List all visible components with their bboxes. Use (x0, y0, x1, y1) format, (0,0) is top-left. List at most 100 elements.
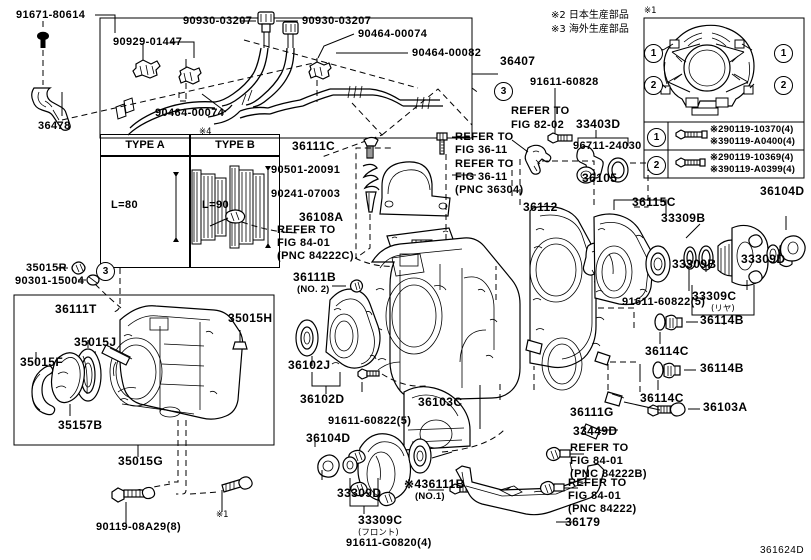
part-36103C (370, 237, 521, 451)
legend-bolt-2 (675, 157, 706, 168)
part-36103A (647, 402, 686, 417)
part-35015H (232, 330, 248, 350)
part-90501-20091 (362, 163, 380, 191)
callout-90464-00074-b: 90464-00074 (358, 28, 428, 40)
refer-fig84-01-a-l1: REFER TO (568, 477, 627, 489)
callout-35015R: 35015R (26, 262, 67, 274)
callout-36111B-no1: ※436111B (404, 477, 465, 491)
part-90241-07003 (365, 191, 377, 213)
part-36114B-a (654, 313, 683, 331)
refer-fig82-02-l1: REFER TO (511, 105, 570, 117)
callout-36105: 36105 (582, 171, 618, 185)
callout-33309B-bottom: 33309B (672, 257, 717, 271)
callout-35015G: 35015G (118, 454, 164, 468)
callout-36111G: 36111G (570, 405, 614, 419)
callout-33309B-top: 33309B (661, 211, 706, 225)
marker-2-left: 2 (644, 76, 663, 95)
callout-36103A: 36103A (703, 400, 748, 414)
part-pnc-84222B (545, 446, 571, 462)
part-90301-15004 (86, 274, 100, 286)
legend-row2-line2: ※390119-A0399(4) (710, 164, 796, 175)
part-36478 (31, 87, 71, 131)
callout-36114B-a: 36114B (700, 313, 744, 327)
callout-36114C-a: 36114C (645, 344, 689, 358)
type-a-header: TYPE A (100, 134, 190, 156)
part-36111G (604, 391, 625, 407)
part-33309C-front (317, 433, 432, 507)
callout-36114C-b: 36114C (640, 391, 684, 405)
refer-fig36-11-b-l3: (PNC 36304) (455, 184, 524, 196)
callout-36103C: 36103C (418, 395, 463, 409)
refer-fig84-01-c-l2: FIG 84-01 (277, 237, 331, 249)
callout-36104D-right: 36104D (760, 184, 805, 198)
callout-35015F: 35015F (20, 355, 64, 369)
callout-36114B-b: 36114B (700, 361, 744, 375)
legend-row1-line1: ※290119-10370(4) (710, 124, 794, 135)
part-pnc-36304 (379, 161, 451, 217)
callout-91611-G0820: 91611-G0820(4) (346, 537, 432, 549)
refer-fig36-11-a-l2: FIG 36-11 (455, 144, 508, 156)
type-b-value: L=90 (202, 199, 229, 211)
part-90930-03207-a (257, 11, 275, 48)
legend-row2-line1: ※290119-10369(4) (710, 152, 794, 163)
part-36179 (455, 461, 605, 516)
callout-90930-03207-a: 90930-03207 (183, 15, 253, 27)
callout-36111B-no1-sub: (NO.1) (415, 491, 445, 502)
callout-note1-bottom: ※1 (216, 510, 229, 520)
callout-36102D: 36102D (300, 392, 345, 406)
callout-36478: 36478 (38, 120, 71, 132)
refer-fig36-11-a-l1: REFER TO (455, 131, 514, 143)
refer-fig84-01-b-l1: REFER TO (570, 442, 629, 454)
callout-33309D-rear: 33309D (741, 252, 786, 266)
callout-36111B-no2: 36111B (293, 270, 337, 284)
callout-33309C-front: 33309C (358, 513, 403, 527)
callout-91611-60822-b: 91611-60822(5) (622, 296, 706, 308)
part-90464-00074-a (178, 59, 202, 85)
part-36105 (593, 213, 671, 306)
callout-36104D-bottom: 36104D (306, 431, 351, 445)
part-note1-bolt-bottom (221, 476, 253, 512)
refer-fig82-02-l2: FIG 82-02 (511, 119, 565, 131)
part-35157B (50, 352, 85, 404)
callout-33309C-rear: 33309C (692, 289, 737, 303)
callout-33449D: 33449D (573, 424, 618, 438)
marker-2-right: 2 (774, 76, 793, 95)
refer-fig36-11-b-l1: REFER TO (455, 158, 514, 170)
part-pnc-84222C (225, 209, 246, 224)
type-a-cell (100, 156, 190, 268)
callout-36407: 36407 (500, 54, 536, 68)
part-33309-rear (683, 224, 806, 287)
part-90464-00082 (308, 58, 332, 80)
callout-90464-00074-a: 90464-00074 (155, 107, 225, 119)
refer-fig84-01-c-l3: (PNC 84222C) (277, 250, 354, 262)
part-33403D (576, 130, 629, 184)
refer-fig84-01-c-l1: REFER TO (277, 224, 336, 236)
callout-36111C: 36111C (292, 139, 336, 153)
callout-33309D-front: 33309D (337, 486, 382, 500)
refer-fig84-01-a-l3: (PNC 84222) (568, 503, 637, 515)
part-90929-01447 (132, 43, 161, 79)
callout-36179: 36179 (565, 515, 601, 529)
callout-91611-60828: 91611-60828 (530, 76, 599, 88)
marker-1-right: 1 (774, 44, 793, 63)
callout-90930-03207-b: 90930-03207 (302, 15, 372, 27)
callout-36102J: 36102J (288, 358, 331, 372)
part-35015F (31, 365, 56, 416)
callout-36111T: 36111T (55, 302, 97, 316)
part-36114B-b (652, 361, 681, 379)
part-35015G (109, 305, 244, 420)
note-1-marker: ※1 (644, 6, 657, 16)
part-36111B-no2 (349, 279, 364, 293)
legend-marker-1: 1 (647, 128, 666, 147)
bellhousing-topview (658, 24, 755, 116)
callout-90501-20091: 90501-20091 (271, 164, 341, 176)
callout-90929-01447: 90929-01447 (113, 36, 183, 48)
refer-fig84-01-b-l3: (PNC 84222B) (570, 468, 647, 480)
callout-33309C-front-sub: (フロント) (358, 528, 399, 538)
marker-3-top: 3 (494, 82, 513, 101)
marker-3-left: 3 (96, 262, 115, 281)
part-33449D (581, 423, 603, 440)
callout-90241-07003: 90241-07003 (271, 188, 341, 200)
callout-91611-60822-a: 91611-60822(5) (328, 415, 412, 427)
